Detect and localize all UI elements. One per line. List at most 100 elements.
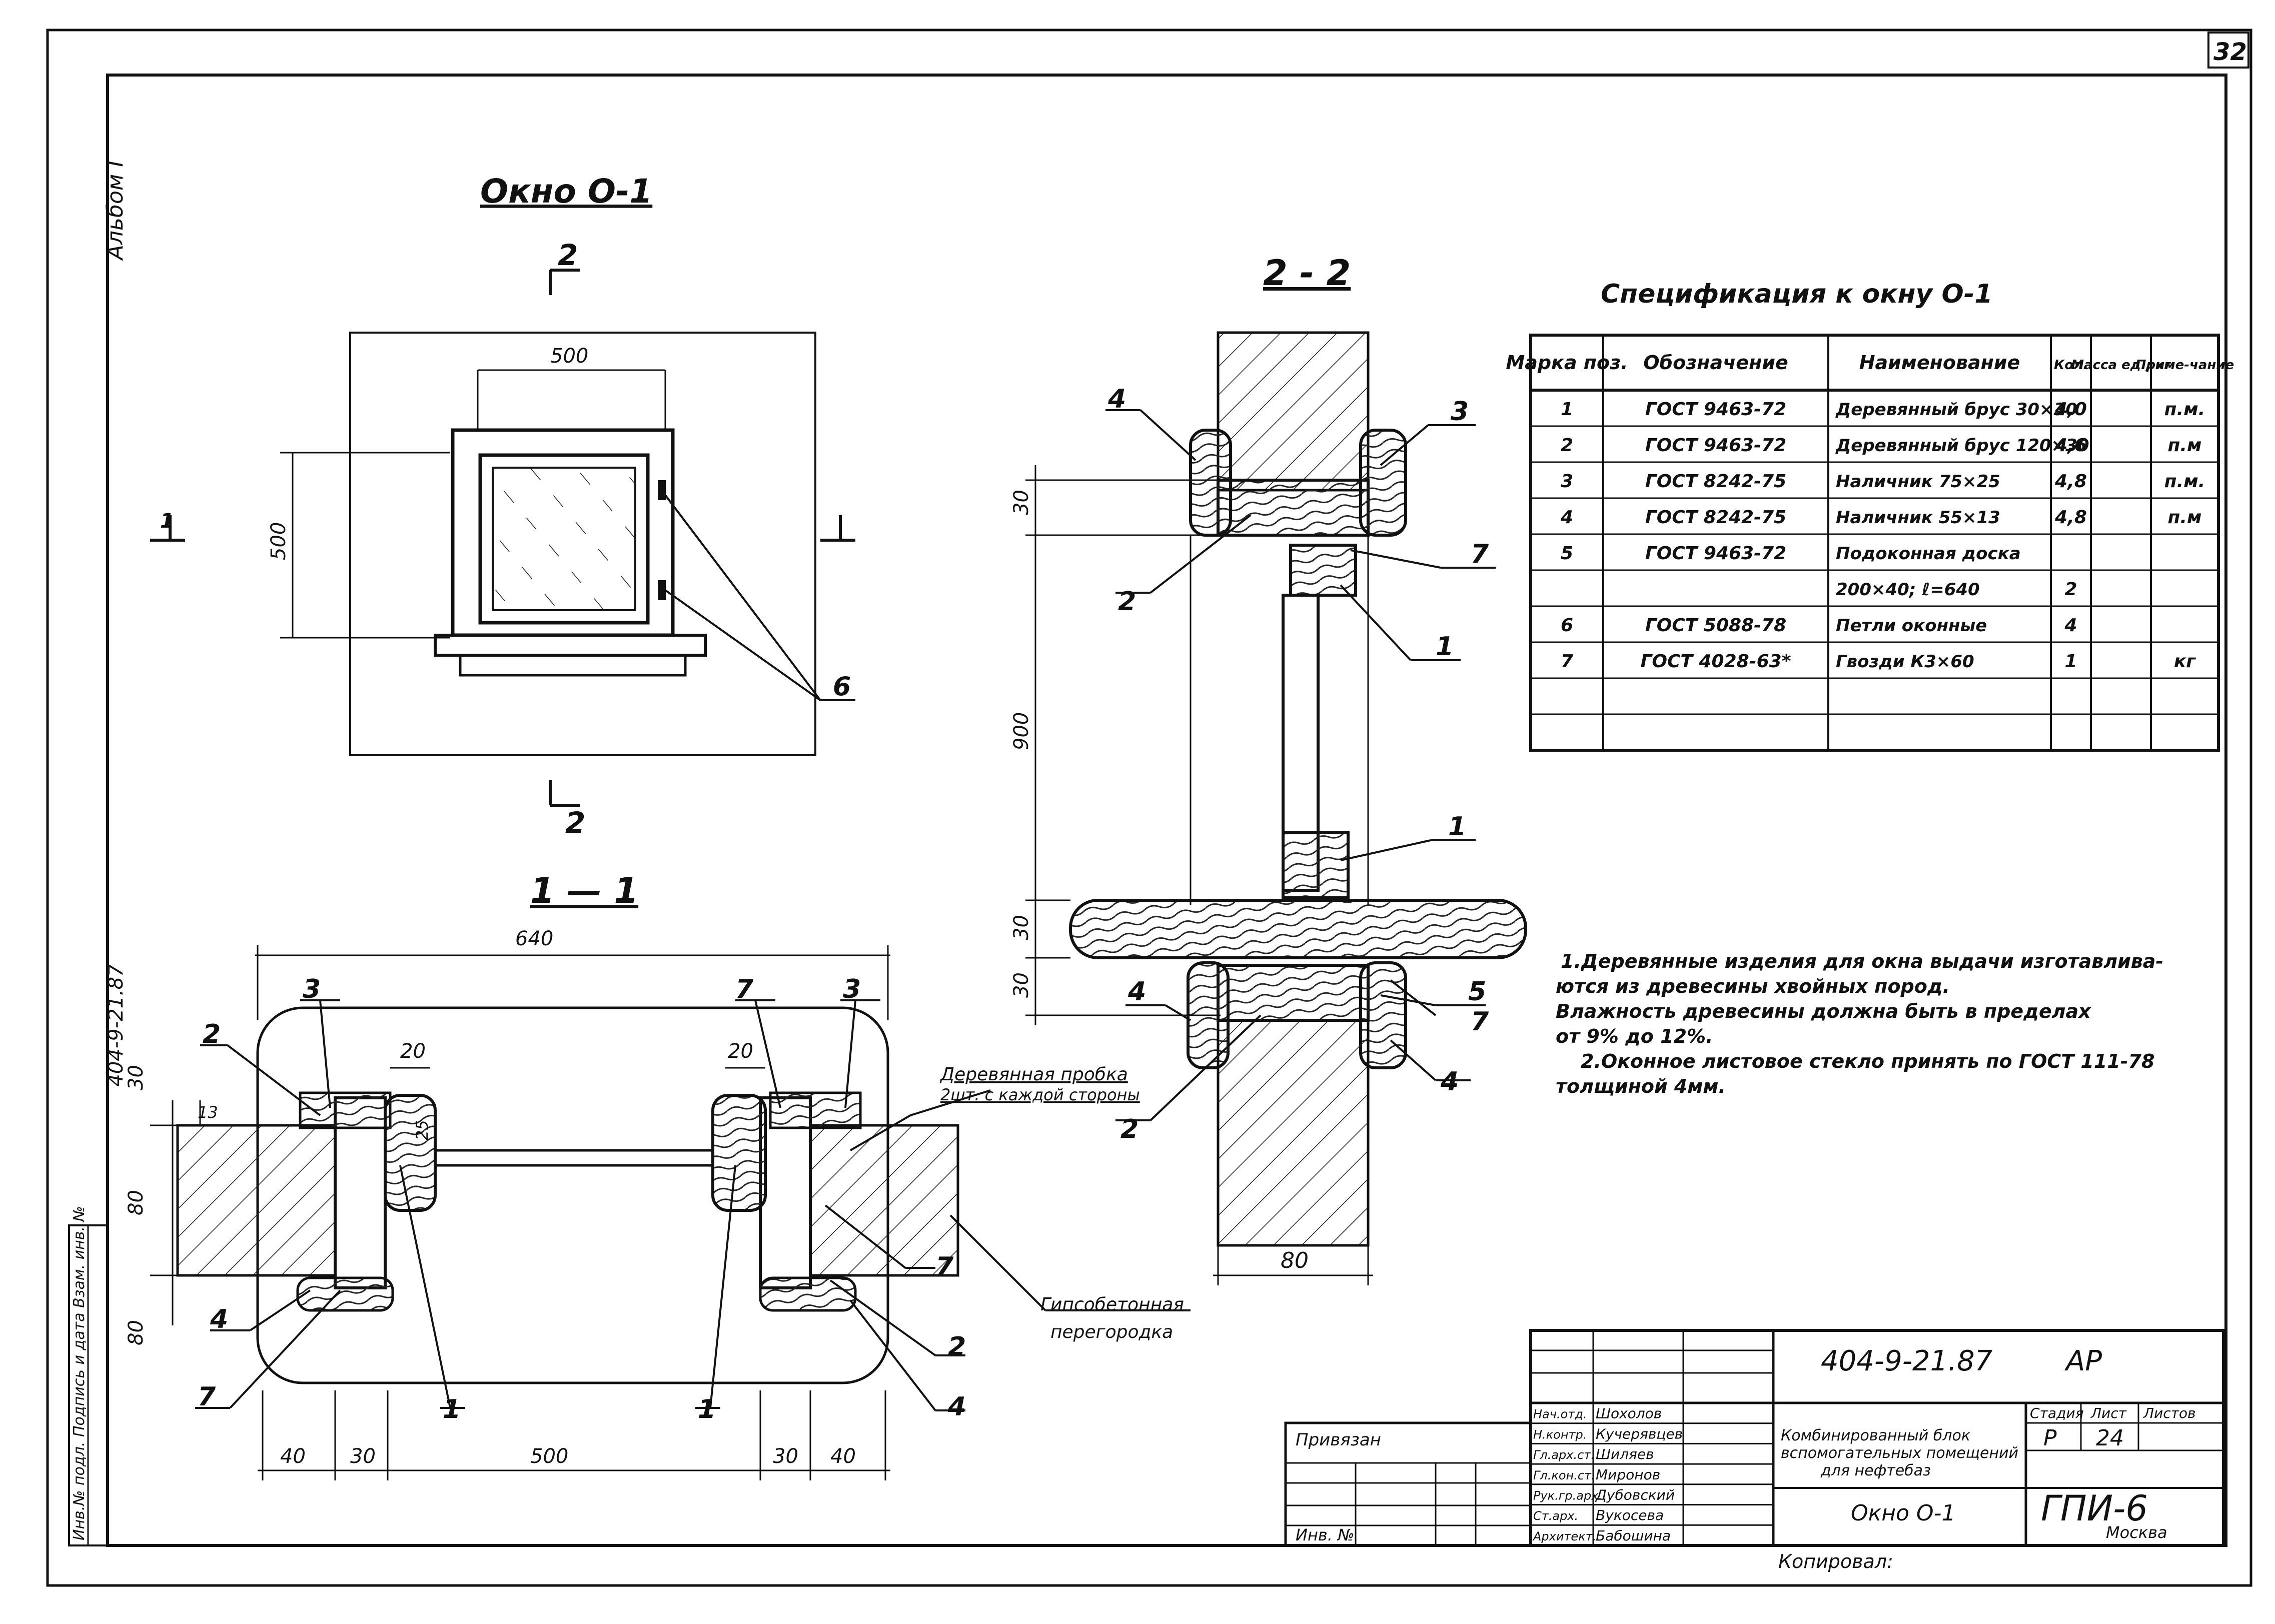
pos-6-label: 6 xyxy=(833,672,851,702)
svg-text:40: 40 xyxy=(280,1445,306,1468)
svg-text:40: 40 xyxy=(830,1445,856,1468)
role-cell: Н.контр. xyxy=(1533,1427,1587,1441)
wall-bottom xyxy=(1217,1019,1370,1247)
svg-text:80: 80 xyxy=(125,1190,148,1215)
section22-dim-30b: 30 xyxy=(1010,915,1033,940)
spec-cell: Петли оконные xyxy=(1836,616,1987,636)
name-cell: Шохолов xyxy=(1596,1405,1662,1422)
plan-trim-bl xyxy=(296,1276,394,1312)
spec-cell: 7 xyxy=(1561,651,1573,672)
svg-text:30: 30 xyxy=(773,1445,798,1468)
section22-dim-80: 80 xyxy=(1281,1248,1309,1273)
spec-cell: кг xyxy=(2174,651,2196,672)
section-22-title: 2 - 2 xyxy=(1263,253,1351,294)
sheet-number: 24 xyxy=(2096,1425,2124,1451)
side-stamp: Инв.№ подл. Подпись и дата Взам. инв. № xyxy=(71,1206,88,1540)
spec-cell: п.м xyxy=(2168,435,2202,456)
svg-text:20: 20 xyxy=(728,1040,753,1063)
spec-cell: 4,6 xyxy=(2054,435,2087,456)
svg-text:4: 4 xyxy=(1127,977,1146,1007)
trim-right-top xyxy=(1359,429,1407,537)
section-marker-1: 1 xyxy=(150,510,855,542)
privyazan-label: Привязан xyxy=(1296,1430,1381,1450)
name-cell: Дубовский xyxy=(1595,1487,1675,1503)
svg-text:2: 2 xyxy=(1118,587,1136,617)
window-sill-trim xyxy=(459,654,687,677)
sheet-label: Лист xyxy=(2090,1405,2127,1421)
plug-note-line2: 2шт. с каждой стороны xyxy=(940,1085,1140,1104)
plan-trim-br xyxy=(759,1276,857,1312)
svg-text:1: 1 xyxy=(1448,812,1466,842)
partition-note-line2: перегородка xyxy=(1050,1322,1173,1342)
plan-overall-dim xyxy=(255,945,890,1020)
svg-text:2: 2 xyxy=(565,806,585,840)
notes-block: 1.Деревянные изделия для окна выдачи изг… xyxy=(1556,950,2163,1097)
plan-wall-left xyxy=(176,1124,339,1277)
spec-cell: 6 xyxy=(1561,615,1573,636)
spec-cell: Деревянный брус 30×30 xyxy=(1835,400,2077,420)
svg-text:1: 1 xyxy=(160,510,174,533)
svg-text:2: 2 xyxy=(948,1332,966,1362)
elevation-opening xyxy=(349,332,816,756)
svg-text:4: 4 xyxy=(1440,1067,1459,1097)
spec-header-cell: Наименование xyxy=(1859,352,2020,374)
plan-glass xyxy=(434,1149,714,1167)
note-line-5: 2.Оконное листовое стекло принять по ГОС… xyxy=(1581,1050,2154,1072)
svg-text:3: 3 xyxy=(1451,397,1469,427)
spec-cell: Наличник 55×13 xyxy=(1836,508,2000,528)
window-sash xyxy=(478,453,650,625)
side-code: 404-9-21.87 xyxy=(105,964,128,1087)
bottom-bar-2 xyxy=(1217,964,1370,1022)
svg-text:7: 7 xyxy=(1471,539,1489,569)
note-line-4: от 9% до 12%. xyxy=(1556,1025,1713,1047)
spec-cell: 4,0 xyxy=(2054,399,2087,420)
note-line-2: ются из древесины хвойных пород. xyxy=(1556,975,1950,997)
spec-cell: п.м. xyxy=(2164,471,2205,492)
spec-cell: 2 xyxy=(1561,435,1573,456)
project-line-2: вспомогательных помещений xyxy=(1781,1444,2018,1462)
hinge-top xyxy=(658,480,666,500)
section22-dim-900: 900 xyxy=(1010,712,1033,750)
copied-label: Копировал: xyxy=(1778,1550,1893,1572)
svg-text:30: 30 xyxy=(350,1445,376,1468)
svg-text:1: 1 xyxy=(698,1394,716,1424)
svg-text:7: 7 xyxy=(735,974,754,1004)
title-block xyxy=(1284,1329,2225,1547)
lintel-bar-2 xyxy=(1217,479,1370,537)
album-label: Альбом I xyxy=(103,161,128,261)
role-cell: Гл.арх.ст. xyxy=(1533,1448,1595,1462)
window-glass xyxy=(492,467,636,611)
leader-6 xyxy=(664,494,855,701)
elevation-dim-height: 500 xyxy=(267,522,290,560)
sheets-label: Листов xyxy=(2143,1405,2196,1421)
elevation-dim-width: 500 xyxy=(550,345,588,368)
spec-cell: ГОСТ 4028-63* xyxy=(1640,651,1791,672)
spec-cell: 3 xyxy=(1561,471,1573,492)
section22-dim-30c: 30 xyxy=(1010,972,1033,998)
spec-cell: 4,8 xyxy=(2054,507,2087,528)
spec-cell: 1 xyxy=(2064,651,2077,672)
sheet-name: Окно О-1 xyxy=(1851,1500,1955,1526)
spec-header-cell: Марка поз. xyxy=(1506,352,1628,374)
svg-text:4: 4 xyxy=(1107,384,1126,414)
name-cell: Кучерявцев xyxy=(1596,1425,1683,1442)
plan-sash-right xyxy=(711,1094,767,1212)
name-cell: Вукосева xyxy=(1596,1507,1664,1523)
spec-cell: 4 xyxy=(2064,615,2077,636)
spec-cell: 4,8 xyxy=(2054,471,2087,492)
section-marker-2-bottom: 2 xyxy=(549,780,585,840)
svg-text:7: 7 xyxy=(935,1252,954,1282)
window-elevation-title: Окно О-1 xyxy=(480,172,652,211)
hinge-bottom xyxy=(658,580,666,600)
role-cell: Архитект. xyxy=(1532,1529,1596,1543)
svg-text:1: 1 xyxy=(443,1394,461,1424)
partition-note-line1: Гипсобетонная xyxy=(1040,1294,1184,1315)
spec-cell: Наличник 75×25 xyxy=(1836,472,2000,492)
spec-cell: ГОСТ 8242-75 xyxy=(1645,507,1786,528)
spec-title: Спецификация к окну О-1 xyxy=(1601,279,1993,309)
title-block-rows: Нач.отд.ШохоловН.контр.КучерявцевГл.арх.… xyxy=(1531,1405,1773,1546)
plug-note-line1: Деревянная пробка xyxy=(939,1064,1128,1085)
